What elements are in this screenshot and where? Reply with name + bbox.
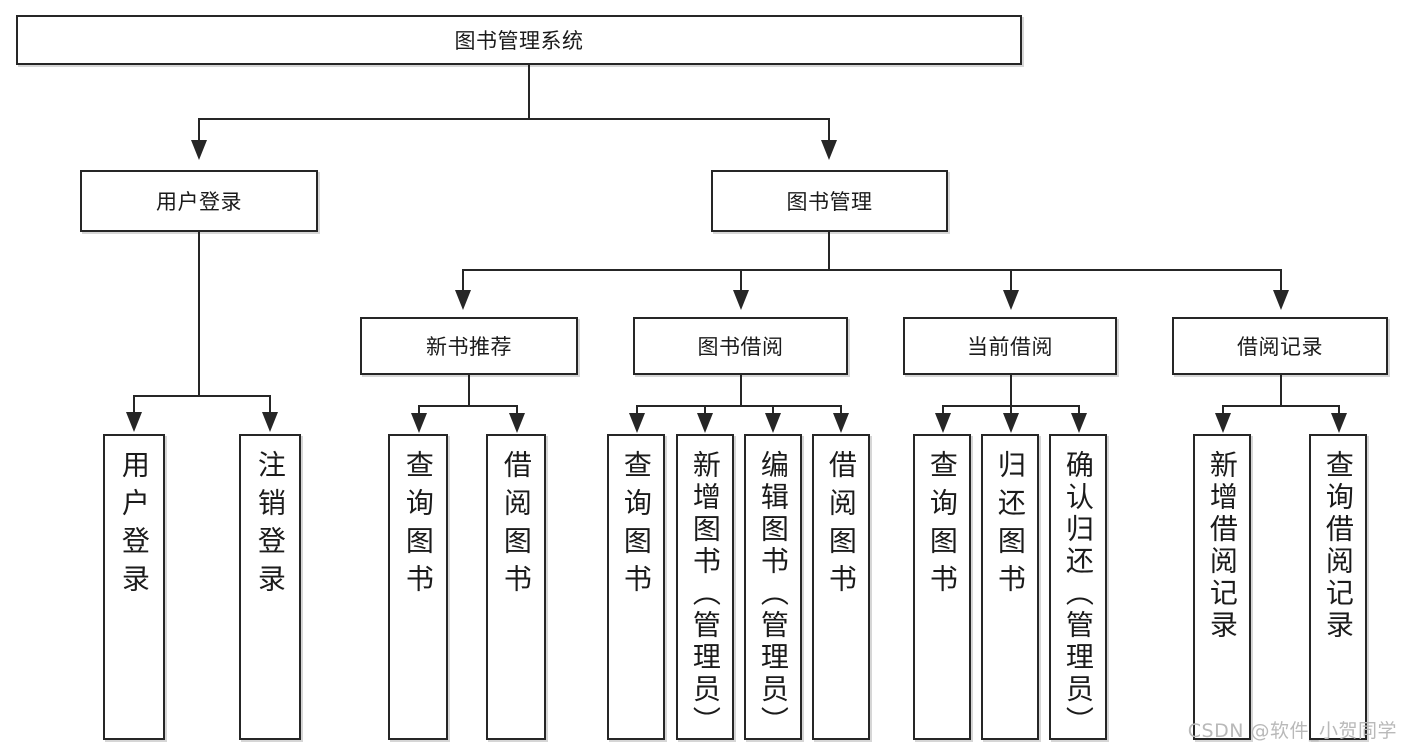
arrowhead-root-to-user-login xyxy=(191,140,207,160)
node-label: 归还图书 xyxy=(993,450,1027,602)
connector-book-manage-stem xyxy=(828,232,830,271)
arrowhead-current-borrow-leaf-0 xyxy=(935,413,951,433)
node-label: 图书管理系统 xyxy=(454,29,584,53)
node-user-login[interactable]: 用户登录 xyxy=(80,170,318,232)
connector-book-manage-to-current-borrow xyxy=(1010,269,1012,292)
leaf-borrow-records-0[interactable]: 新增借阅记录 xyxy=(1193,434,1251,740)
node-label: 借阅图书 xyxy=(824,450,858,602)
connector-user-login-stem xyxy=(198,232,200,397)
leaf-borrow-records-1[interactable]: 查询借阅记录 xyxy=(1309,434,1367,740)
node-label: 查询借阅记录 xyxy=(1321,450,1355,642)
leaf-user-login-1[interactable]: 注销登录 xyxy=(239,434,301,740)
node-label: 查询图书 xyxy=(619,450,653,602)
arrowhead-book-manage-borrow-records xyxy=(1273,290,1289,310)
node-book-management[interactable]: 图书管理 xyxy=(711,170,948,232)
arrowhead-user-login-leaf-0 xyxy=(126,412,142,432)
node-label: 新书推荐 xyxy=(426,335,512,359)
arrowhead-current-borrow-leaf-1 xyxy=(1003,413,1019,433)
connector-book-borrow-to-leaf-0 xyxy=(636,405,638,416)
arrowhead-borrow-records-leaf-0 xyxy=(1215,413,1231,433)
connector-borrow-records-to-leaf-0 xyxy=(1222,405,1224,416)
node-label: 查询图书 xyxy=(925,450,959,602)
connector-book-manage-to-new-book xyxy=(462,269,464,292)
leaf-new-book-recommend-0[interactable]: 查询图书 xyxy=(388,434,448,740)
connector-book-manage-bus xyxy=(462,269,1282,271)
connector-user-login-to-leaf-0 xyxy=(133,395,135,414)
arrowhead-book-manage-new-book xyxy=(455,290,471,310)
arrowhead-new-book-leaf-1 xyxy=(509,413,525,433)
node-label: 借阅记录 xyxy=(1237,335,1323,359)
leaf-book-borrow-2[interactable]: 编辑图书（管理员） xyxy=(744,434,802,740)
connector-book-manage-to-book-borrow xyxy=(740,269,742,292)
connector-current-borrow-to-leaf-0 xyxy=(942,405,944,416)
node-book-borrow[interactable]: 图书借阅 xyxy=(633,317,848,375)
arrowhead-current-borrow-leaf-2 xyxy=(1071,413,1087,433)
node-label: 新增图书（管理员） xyxy=(688,450,722,738)
node-label: 图书借阅 xyxy=(697,335,784,359)
connector-new-book-bus xyxy=(418,405,518,407)
arrowhead-book-borrow-leaf-0 xyxy=(629,413,645,433)
arrowhead-root-to-book-manage xyxy=(821,140,837,160)
connector-user-login-bus xyxy=(133,395,271,397)
csdn-watermark: CSDN @软件_小贺同学 xyxy=(1187,720,1397,742)
connector-root-bus xyxy=(198,118,830,120)
node-label: 用户登录 xyxy=(156,190,242,214)
node-borrow-records[interactable]: 借阅记录 xyxy=(1172,317,1388,375)
connector-book-borrow-to-leaf-3 xyxy=(840,405,842,416)
node-label: 当前借阅 xyxy=(967,335,1053,359)
node-label: 确认归还（管理员） xyxy=(1061,450,1095,738)
node-root-library-system[interactable]: 图书管理系统 xyxy=(16,15,1022,65)
connector-book-borrow-bus xyxy=(636,405,842,407)
arrowhead-book-borrow-leaf-2 xyxy=(765,413,781,433)
leaf-book-borrow-3[interactable]: 借阅图书 xyxy=(812,434,870,740)
arrowhead-book-borrow-leaf-1 xyxy=(697,413,713,433)
connector-root-to-user-login xyxy=(198,118,200,142)
node-label: 借阅图书 xyxy=(499,450,533,602)
connector-new-book-stem xyxy=(468,375,470,407)
connector-new-book-to-leaf-0 xyxy=(418,405,420,416)
node-label: 图书管理 xyxy=(786,190,873,214)
arrowhead-borrow-records-leaf-1 xyxy=(1331,413,1347,433)
connector-book-manage-to-borrow-records xyxy=(1280,269,1282,292)
connector-current-borrow-stem xyxy=(1010,375,1012,407)
node-label: 新增借阅记录 xyxy=(1205,450,1239,642)
leaf-user-login-0[interactable]: 用户登录 xyxy=(103,434,165,740)
connector-book-borrow-to-leaf-2 xyxy=(772,405,774,416)
arrowhead-book-manage-current-borrow xyxy=(1003,290,1019,310)
arrowhead-book-manage-book-borrow xyxy=(733,290,749,310)
connector-current-borrow-to-leaf-1 xyxy=(1010,405,1012,416)
connector-borrow-records-stem xyxy=(1280,375,1282,407)
connector-book-borrow-to-leaf-1 xyxy=(704,405,706,416)
connector-user-login-to-leaf-1 xyxy=(269,395,271,414)
leaf-book-borrow-0[interactable]: 查询图书 xyxy=(607,434,665,740)
leaf-current-borrow-2[interactable]: 确认归还（管理员） xyxy=(1049,434,1107,740)
connector-new-book-to-leaf-1 xyxy=(516,405,518,416)
leaf-current-borrow-1[interactable]: 归还图书 xyxy=(981,434,1039,740)
arrowhead-user-login-leaf-1 xyxy=(262,412,278,432)
node-label: 查询图书 xyxy=(401,450,435,602)
node-label: 用户登录 xyxy=(117,450,151,602)
node-label: 编辑图书（管理员） xyxy=(756,450,790,738)
connector-root-to-book-manage xyxy=(828,118,830,142)
connector-borrow-records-to-leaf-1 xyxy=(1338,405,1340,416)
connector-book-borrow-stem xyxy=(740,375,742,407)
arrowhead-new-book-leaf-0 xyxy=(411,413,427,433)
leaf-book-borrow-1[interactable]: 新增图书（管理员） xyxy=(676,434,734,740)
node-label: 注销登录 xyxy=(253,450,287,602)
connector-borrow-records-bus xyxy=(1222,405,1340,407)
arrowhead-book-borrow-leaf-3 xyxy=(833,413,849,433)
connector-current-borrow-to-leaf-2 xyxy=(1078,405,1080,416)
node-new-book-recommend[interactable]: 新书推荐 xyxy=(360,317,578,375)
node-current-borrow[interactable]: 当前借阅 xyxy=(903,317,1117,375)
leaf-current-borrow-0[interactable]: 查询图书 xyxy=(913,434,971,740)
connector-root-stem xyxy=(528,65,530,118)
leaf-new-book-recommend-1[interactable]: 借阅图书 xyxy=(486,434,546,740)
